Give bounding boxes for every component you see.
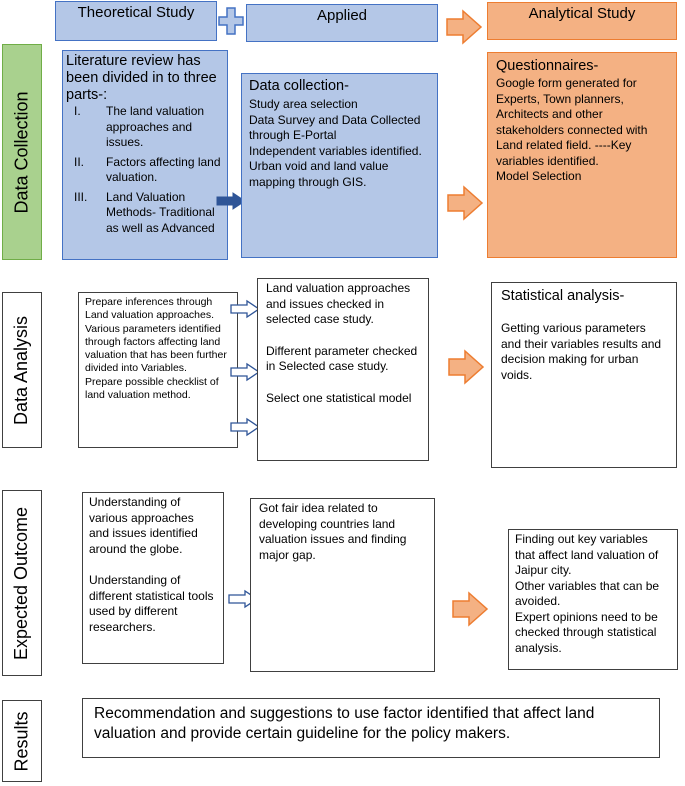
data-collection-line: Urban void and land value mapping throug…: [249, 159, 389, 189]
statistical-analysis-box: Statistical analysis- Getting various pa…: [491, 282, 677, 468]
literature-review-list: I. The land valuation approaches and issu…: [66, 104, 224, 236]
header-applied-label: Applied: [316, 7, 368, 24]
dark-blue-arrow-icon: [216, 192, 246, 210]
section-data-analysis: Data Analysis: [2, 292, 42, 448]
literature-review-box: Literature review has been divided in to…: [62, 50, 228, 260]
header-analytical-study: Analytical Study: [487, 2, 677, 40]
literature-item-number: III.: [74, 189, 88, 204]
section-data-collection: Data Collection: [2, 44, 42, 260]
data-collection-line: Independent variables identified.: [249, 143, 422, 158]
key-variables-box: Finding out key variables that affect la…: [508, 529, 678, 670]
literature-review-title: Literature review has been divided in to…: [66, 53, 217, 103]
statistical-analysis-text: Getting various parameters and their var…: [501, 321, 662, 382]
section-expected-outcome-label: Expected Outcome: [11, 506, 32, 660]
inferences-box: Prepare inferences through Land valuatio…: [78, 292, 238, 448]
section-results-label: Results: [11, 710, 32, 772]
hollow-arrow-icon: [230, 362, 261, 382]
header-theoretical-study: Theoretical Study: [55, 1, 217, 41]
section-results: Results: [2, 700, 42, 782]
key-variable-line: Expert opinions need to be checked throu…: [515, 609, 658, 655]
hollow-arrow-icon: [230, 299, 261, 319]
literature-item: III. Land Valuation Methods- Traditional …: [66, 190, 224, 237]
data-collection-title: Data collection-: [249, 78, 349, 94]
inference-line: Prepare possible checklist of land valua…: [85, 375, 219, 402]
section-data-collection-label: Data Collection: [11, 90, 32, 214]
arrow-right-icon: [452, 591, 489, 627]
inference-line: Prepare inferences through Land valuatio…: [85, 296, 215, 322]
questionnaires-title: Questionnaires-: [496, 58, 599, 74]
literature-item: II. Factors affecting land valuation.: [66, 155, 224, 186]
fair-idea-box: Got fair idea related to developing coun…: [250, 498, 435, 672]
case-study-paragraph: Land valuation approaches and issues che…: [266, 281, 411, 326]
section-data-analysis-label: Data Analysis: [11, 315, 32, 425]
header-analytical-label: Analytical Study: [528, 5, 636, 22]
literature-item: I. The land valuation approaches and issu…: [66, 104, 224, 151]
understanding-box: Understanding of various approaches and …: [82, 492, 224, 664]
inference-line: Various parameters identified through fa…: [85, 322, 227, 375]
case-study-paragraph: Different parameter checked in Selected …: [266, 343, 418, 374]
arrow-right-icon: [446, 9, 483, 45]
understanding-paragraph: Understanding of different statistical t…: [89, 573, 214, 634]
results-box: Recommendation and suggestions to use fa…: [82, 698, 660, 758]
hollow-arrow-icon: [230, 417, 261, 437]
understanding-paragraph: Understanding of various approaches and …: [89, 495, 198, 556]
header-applied: Applied: [246, 4, 438, 42]
key-variable-line: Other variables that can be avoided.: [515, 578, 660, 609]
literature-item-text: The land valuation approaches and issues…: [106, 104, 205, 149]
model-selection-text: Model Selection: [496, 169, 582, 183]
key-variable-line: Finding out key variables that affect la…: [515, 532, 659, 577]
section-expected-outcome: Expected Outcome: [2, 490, 42, 676]
statistical-analysis-title: Statistical analysis-: [501, 288, 625, 304]
header-theoretical-label: Theoretical Study: [77, 4, 195, 21]
fair-idea-text: Got fair idea related to developing coun…: [259, 501, 407, 562]
arrow-right-icon: [448, 349, 485, 385]
data-collection-line: Data Survey and Data Collected through E…: [249, 112, 421, 143]
questionnaires-text: Google form generated for Experts, Town …: [496, 76, 648, 168]
data-collection-line: Study area selection: [249, 97, 358, 111]
literature-item-number: I.: [74, 104, 81, 118]
plus-icon: [218, 7, 244, 35]
questionnaires-box: Questionnaires- Google form generated fo…: [487, 52, 677, 258]
literature-item-text: Land Valuation Methods- Traditional as w…: [106, 189, 215, 235]
literature-item-number: II.: [74, 154, 85, 169]
arrow-right-icon: [447, 185, 484, 221]
results-text: Recommendation and suggestions to use fa…: [94, 705, 595, 742]
case-study-box: Land valuation approaches and issues che…: [257, 278, 429, 461]
case-study-paragraph: Select one statistical model: [266, 390, 412, 405]
literature-item-text: Factors affecting land valuation.: [106, 154, 221, 185]
